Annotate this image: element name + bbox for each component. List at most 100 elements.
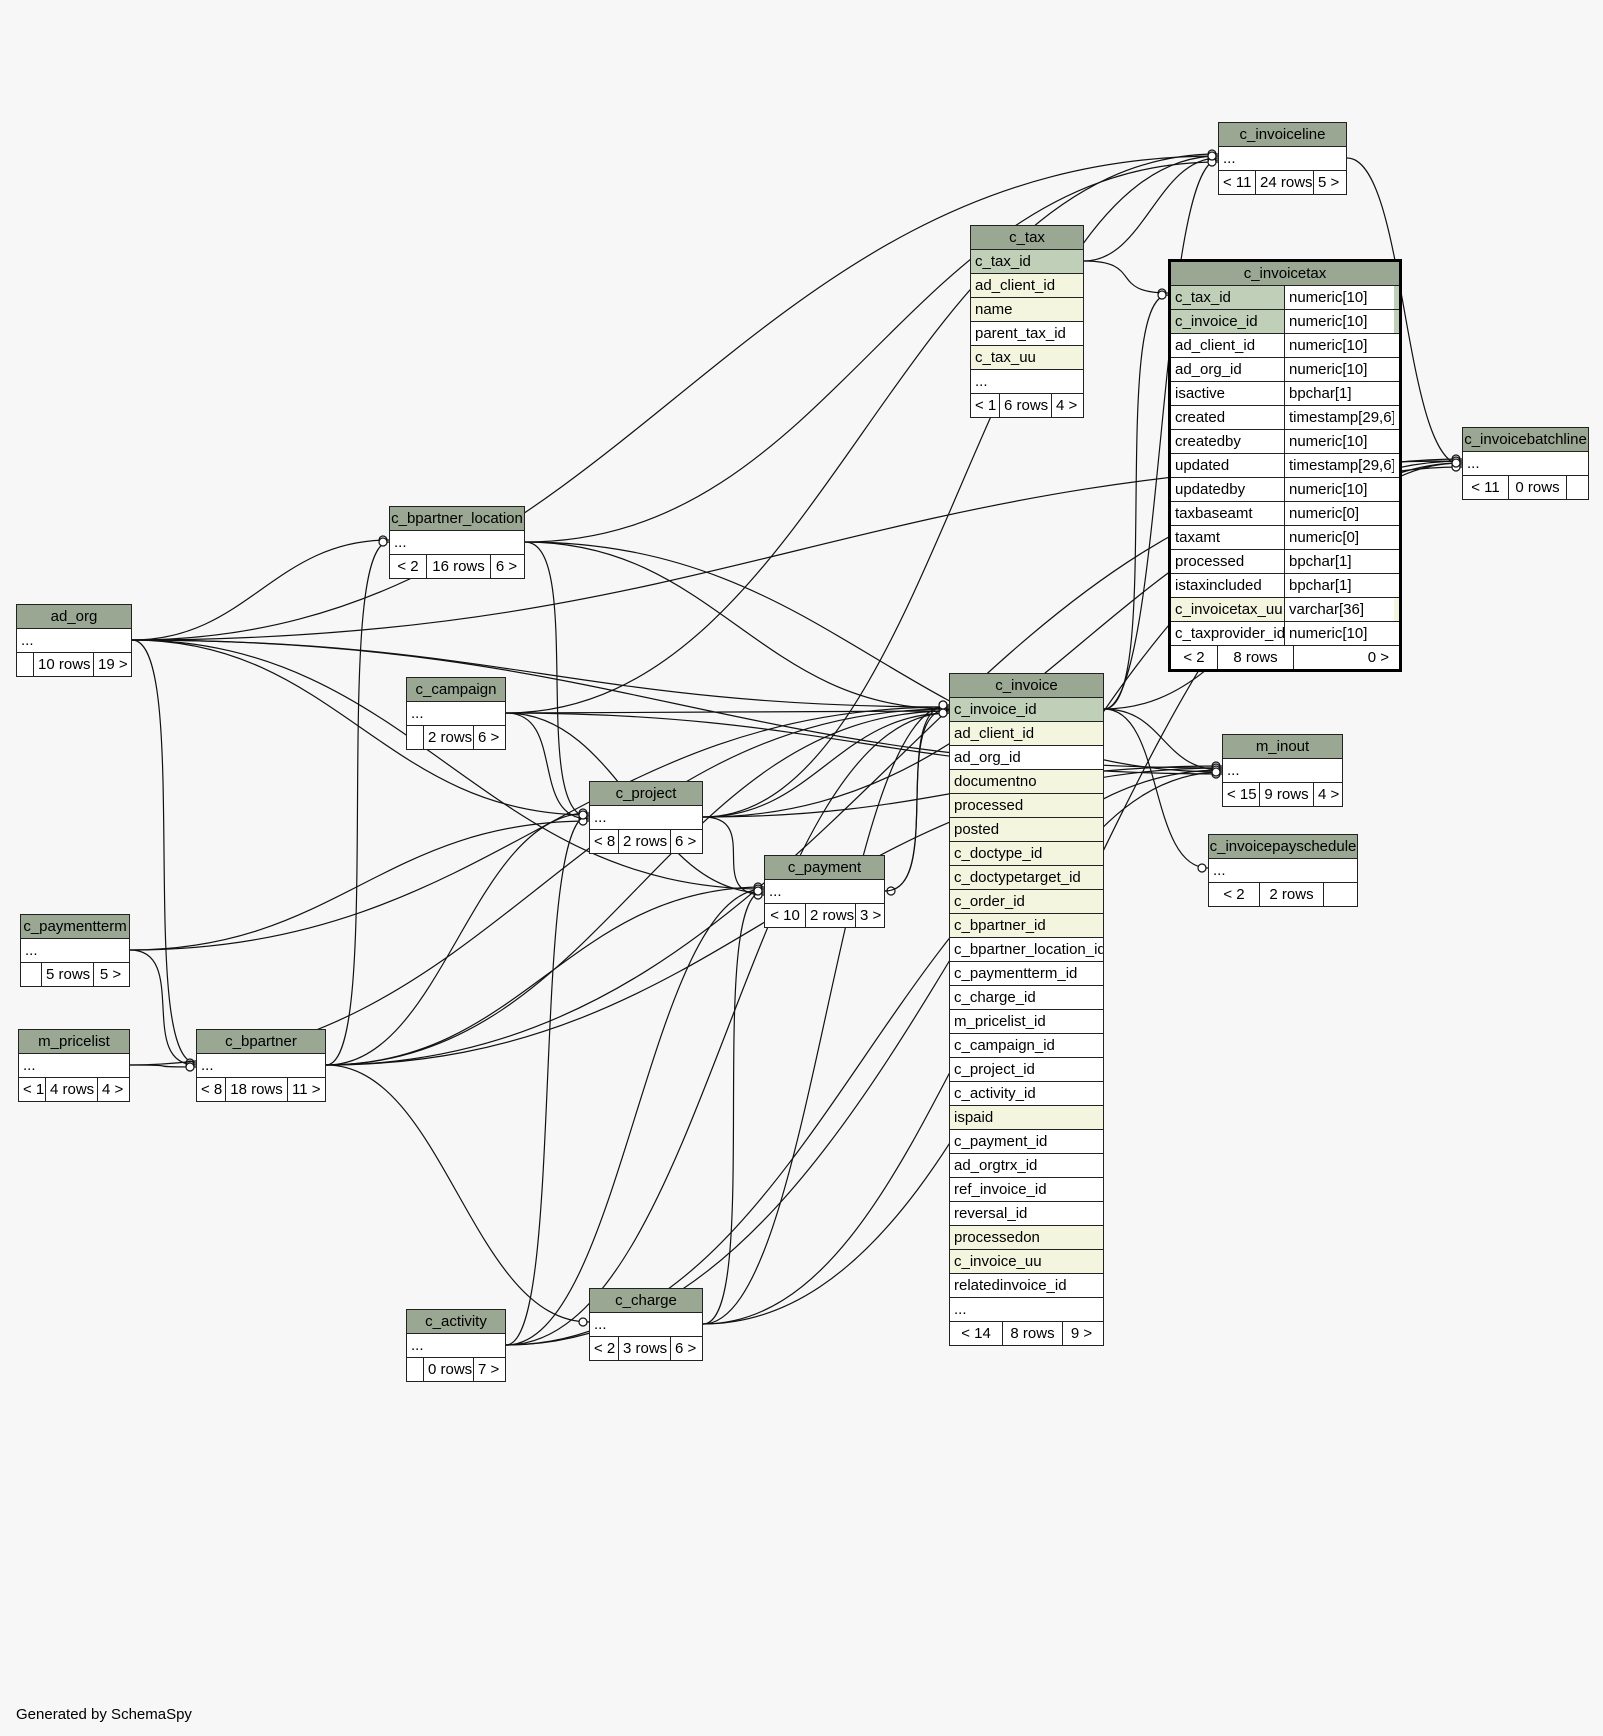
column-row[interactable]: ... — [590, 1313, 702, 1337]
footer-parents[interactable]: < 14 — [961, 1325, 991, 1342]
table-header[interactable]: m_inout — [1223, 735, 1342, 759]
footer-children[interactable]: 6 > — [473, 726, 503, 749]
column-row[interactable]: ... — [1463, 452, 1588, 476]
column-row[interactable]: ... — [1209, 859, 1357, 883]
column-row[interactable]: c_order_id — [950, 890, 1103, 914]
footer-children[interactable]: 6 > — [670, 830, 698, 853]
column-row[interactable]: c_bpartner_location_id — [950, 938, 1103, 962]
footer-parents[interactable]: < 2 — [1223, 886, 1245, 903]
column-row[interactable]: ... — [21, 939, 129, 963]
column-row[interactable]: c_charge_id — [950, 986, 1103, 1010]
table-header[interactable]: c_tax — [971, 226, 1083, 250]
footer-children[interactable]: 3 > — [855, 904, 883, 927]
footer-parents[interactable]: < 2 — [594, 1340, 616, 1357]
column-row[interactable]: ... — [590, 806, 702, 830]
footer-children[interactable]: 9 > — [1062, 1322, 1100, 1345]
footer-children[interactable]: 19 > — [93, 653, 129, 676]
footer-parents[interactable]: < 11 — [1223, 174, 1252, 191]
column-row[interactable]: posted — [950, 818, 1103, 842]
table-header[interactable]: ad_org — [17, 605, 131, 629]
column-row[interactable]: c_doctype_id — [950, 842, 1103, 866]
table-header[interactable]: c_bpartner_location — [390, 507, 524, 531]
column-row[interactable]: c_bpartner_id — [950, 914, 1103, 938]
table-header[interactable]: c_invoiceline — [1219, 123, 1346, 147]
column-row[interactable]: ... — [1223, 759, 1342, 783]
column-row[interactable]: parent_tax_id — [971, 322, 1083, 346]
footer-parents[interactable]: < 11 — [1471, 479, 1500, 496]
footer-children[interactable]: 11 > — [287, 1078, 323, 1101]
column-row[interactable]: ... — [390, 531, 524, 555]
column-row[interactable]: ... — [950, 1298, 1103, 1322]
column-row[interactable]: processed — [950, 794, 1103, 818]
column-row[interactable]: c_project_id — [950, 1058, 1103, 1082]
column-row[interactable]: ... — [1219, 147, 1346, 171]
footer-parents[interactable] — [17, 653, 33, 676]
table-header[interactable]: c_activity — [407, 1310, 505, 1334]
column-row[interactable]: c_tax_uu — [971, 346, 1083, 370]
column-row[interactable]: m_pricelist_id — [950, 1010, 1103, 1034]
column-row[interactable]: ad_org_id — [950, 746, 1103, 770]
column-row[interactable]: ... — [197, 1054, 325, 1078]
column-row[interactable]: ... — [765, 880, 884, 904]
footer-children[interactable]: 6 > — [670, 1337, 698, 1360]
column-row[interactable]: relatedinvoice_id — [950, 1274, 1103, 1298]
column-row[interactable]: ad_client_id — [971, 274, 1083, 298]
table-header[interactable]: c_campaign — [407, 678, 505, 702]
table-header[interactable]: m_pricelist — [19, 1030, 129, 1054]
column-row[interactable]: c_invoice_uu — [950, 1250, 1103, 1274]
footer-children[interactable] — [1323, 883, 1355, 906]
table-header[interactable]: c_payment — [765, 856, 884, 880]
column-row[interactable]: c_doctypetarget_id — [950, 866, 1103, 890]
footer-children[interactable]: 4 > — [1313, 783, 1341, 806]
footer-children[interactable]: 4 > — [1051, 394, 1079, 417]
column-row[interactable]: name — [971, 298, 1083, 322]
column-row[interactable]: c_tax_id — [971, 250, 1083, 274]
table-header[interactable]: c_invoice — [950, 674, 1103, 698]
footer-children[interactable]: 7 > — [473, 1358, 503, 1381]
table-header[interactable]: c_paymentterm — [21, 915, 129, 939]
table-header[interactable]: c_invoicepayschedule — [1209, 835, 1357, 859]
column-row[interactable]: processedon — [950, 1226, 1103, 1250]
column-row[interactable]: ... — [407, 1334, 505, 1358]
footer-children[interactable]: 4 > — [97, 1078, 127, 1101]
column-row[interactable]: ad_orgtrx_id — [950, 1154, 1103, 1178]
footer-children[interactable]: 5 > — [1313, 171, 1341, 194]
table-header[interactable]: c_bpartner — [197, 1030, 325, 1054]
footer-parents[interactable]: < 1 — [23, 1081, 45, 1098]
table-header[interactable]: c_invoicetax — [1171, 262, 1399, 286]
column-row[interactable]: ispaid — [950, 1106, 1103, 1130]
column-row[interactable]: c_payment_id — [950, 1130, 1103, 1154]
footer-parents[interactable]: < 2 — [1183, 649, 1205, 666]
column-row[interactable]: ... — [17, 629, 131, 653]
footer-parents[interactable] — [407, 1358, 423, 1381]
table-header[interactable]: c_project — [590, 782, 702, 806]
footer-parents[interactable]: < 1 — [975, 397, 997, 414]
footer-children[interactable]: 6 > — [490, 555, 522, 578]
